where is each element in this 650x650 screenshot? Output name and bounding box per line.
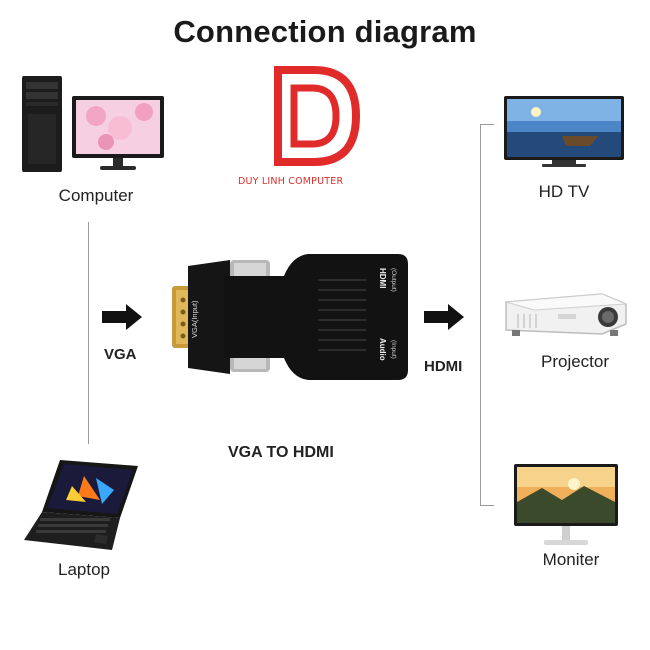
tv-icon — [502, 94, 626, 172]
desktop-computer-icon — [18, 74, 168, 174]
brand-logo — [274, 66, 364, 166]
hdmi-port-sub-label: (Output) — [390, 268, 397, 292]
vga-to-hdmi-adapter: VGA(Input) HDMI (Output) Audio (Input) — [168, 240, 418, 390]
vga-port-label: VGA(Input) — [190, 300, 199, 338]
source-connector-line — [88, 222, 89, 444]
projector-icon — [498, 284, 630, 342]
brand-text: DUY LINH COMPUTER — [238, 176, 344, 187]
diagram-title: Connection diagram — [173, 14, 477, 49]
monitor-icon — [512, 462, 620, 548]
hdtv-label: HD TV — [538, 182, 590, 201]
computer-label: Computer — [58, 186, 134, 205]
output-arrow-icon — [422, 302, 466, 332]
laptop-icon — [22, 456, 142, 554]
adapter-caption: VGA TO HDMI — [228, 444, 334, 461]
output-connector-top — [480, 124, 494, 125]
input-arrow-icon — [100, 302, 144, 332]
d-logo-icon — [274, 66, 361, 166]
hdmi-label: HDMI — [424, 358, 463, 375]
projector-label: Projector — [540, 352, 610, 371]
laptop-label: Laptop — [58, 560, 110, 579]
vga-label: VGA — [104, 346, 137, 363]
audio-port-label: Audio — [378, 338, 387, 361]
hdmi-port-label: HDMI — [378, 268, 387, 289]
audio-port-sub-label: (Input) — [390, 340, 397, 359]
monitor-label: Moniter — [542, 550, 600, 569]
output-connector-line — [480, 124, 481, 506]
output-connector-bottom — [480, 505, 494, 506]
